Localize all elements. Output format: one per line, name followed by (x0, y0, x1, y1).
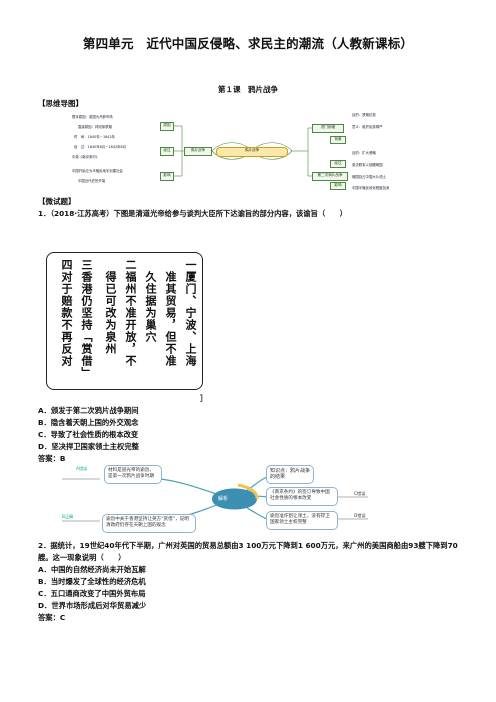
question-1-bracket: ］ (200, 394, 208, 403)
analysis-center: 解析 (218, 496, 229, 502)
edict-column: 准其贸易，但不准 (164, 271, 177, 367)
question-2: 2．据统计，19世纪40年代下半期，广州对英国的贸易总额由3 100万元下降到1… (38, 541, 458, 562)
mindmap-right-line: 意义：维护民族尊严 (352, 125, 383, 129)
edict-column: 得已可改为泉州 (104, 271, 117, 355)
mindmap-left-line: 根本原因：英国为开辟市场 (72, 115, 113, 119)
mindmap-right-box: 经过 (330, 160, 346, 168)
edict-column: 一厦门、宁波、上海 (184, 259, 197, 367)
analysis-knowledge-point: 知识点：鸦片战争的结果 (266, 465, 314, 484)
mindmap: 鸦片战争 鸦片战争 虎门销烟 第二次鸦片战争 原因 经过 影响 根本原因：英国为… (72, 110, 402, 192)
mindmap-left-line: 时 间：1840年－1842年 (74, 135, 115, 139)
analysis-a-text: 材料是道光帝的谕旨，是第一次鸦片战争时期 (104, 465, 162, 484)
mindmap-right-line: 中国半殖民地化程度加深 (352, 186, 390, 190)
analysis-c-text: 《南京条约》的签订导致中国社会性质的根本改变 (266, 487, 338, 506)
analysis-d-text: 谕旨准许割让领土，没有捍卫国家领土主权完整 (266, 511, 338, 530)
mindmap-right-box: 背景 (330, 136, 346, 144)
lesson-title: 第１课 鸦片战争 (218, 85, 278, 94)
analysis-diagram: A错误 材料是道光帝的谕旨，是第一次鸦片战争时期 B正确 谕旨中关于香港坚持让英… (62, 463, 380, 535)
mindmap-right-line: 俄国割占中国大片领土 (352, 175, 386, 179)
q2-answer: 答案：C (38, 613, 66, 622)
mindmap-branch-left: 鸦片战争 (184, 147, 212, 156)
page-title: 第四单元 近代中国反侵略、求民主的潮流（人教新课标） (82, 36, 414, 51)
mindmap-left-box: 经过 (160, 147, 174, 156)
mindmap-left-box: 原因 (160, 122, 174, 131)
mindmap-right-line: 目的：禁烟抗英 (352, 113, 376, 117)
q2-option-a: A．中国的自然经济尚未开始瓦解 (38, 565, 146, 574)
q2-option-c: C．五口通商改变了中国外贸布局 (38, 589, 146, 598)
mindmap-right-line: 英法联军火烧圆明园 (352, 163, 383, 167)
edict-image: 一厦门、宁波、上海 准其贸易，但不准 久住据为巢穴 二福州不准开放，不 得已可改… (46, 252, 203, 390)
analysis-b-tag: B正确 (62, 514, 74, 519)
mindmap-left-box: 影响 (160, 172, 174, 181)
edict-column: 二福州不准开放，不 (124, 259, 137, 367)
edict-column: 四对于赔款不再反对 (60, 259, 73, 367)
mindmap-left-line: 中英《南京条约》 (72, 155, 100, 159)
q1-option-b: B．隐含着天朝上国的外交观念 (38, 418, 139, 427)
mindmap-left-line: 经 过：1840年6月－1842年8月 (74, 145, 127, 149)
analysis-connectors (62, 476, 368, 522)
analysis-b-text: 谕旨中关于香港坚持让英方“赏借”，说明清政府仍存在天朝上国的观念 (102, 514, 196, 533)
mindmap-left-line: 中国近代史的开端 (78, 179, 106, 183)
q1-option-d: D．坚决捍卫国家领土主权完整 (38, 442, 139, 451)
mindmap-right-line: 目的：扩大侵略 (352, 151, 376, 155)
mindmap-left-line: 直接原因：林则徐禁烟 (78, 125, 112, 129)
mindmap-left-line: 中国开始沦为半殖民地半封建社会 (72, 169, 123, 173)
analysis-a-tag: A错误 (76, 466, 88, 471)
q2-option-d: D．世界市场形成后对华贸易减少 (38, 601, 147, 610)
mindmap-right-box: 影响 (330, 182, 346, 190)
question-1: 1．（2018·江苏高考）下图是清道光帝给参与谈判大臣所下达谕旨的部分内容，该谕… (38, 209, 348, 218)
q1-answer: 答案：B (38, 454, 66, 463)
q1-option-c: C．导致了社会性质的根本改变 (38, 430, 139, 439)
mindmap-branch-right-bottom: 第二次鸦片战争 (312, 172, 348, 181)
analysis-c-tag: C错误 (354, 491, 366, 496)
practice-heading: 【微试题】 (38, 197, 76, 206)
q1-option-a: A．颁发于第二次鸦片战争期间 (38, 406, 139, 415)
mindmap-branch-right-top: 虎门销烟 (312, 124, 344, 133)
q2-option-b: B．当时爆发了全球性的经济危机 (38, 577, 146, 586)
mindmap-center: 鸦片战争 (216, 147, 288, 157)
edict-column: 久住据为巢穴 (144, 271, 157, 343)
edict-column: 三香港仍坚持「赏借」 (80, 259, 93, 379)
mindmap-heading: 【思维导图】 (38, 99, 83, 108)
analysis-d-tag: D错误 (354, 513, 366, 518)
